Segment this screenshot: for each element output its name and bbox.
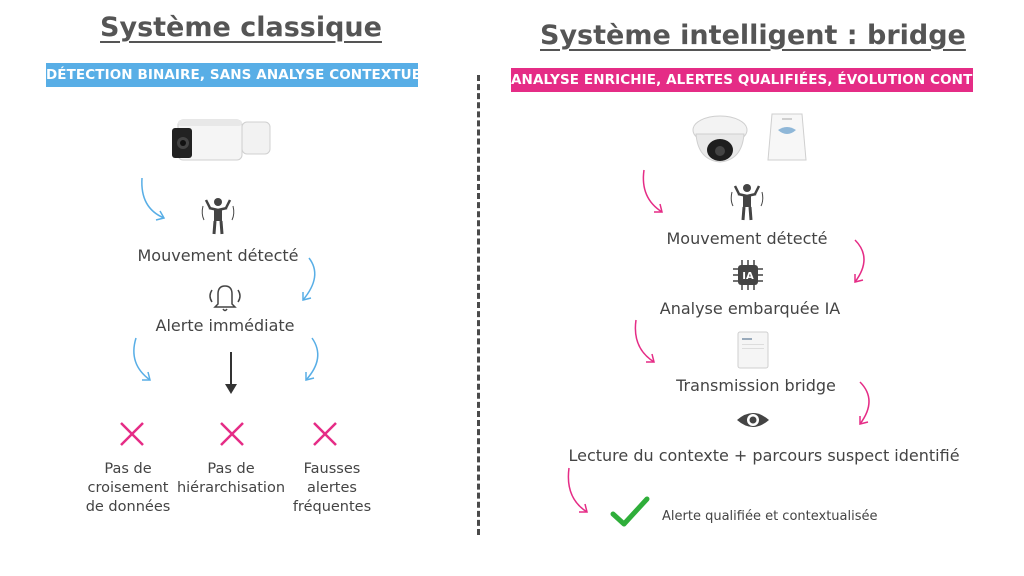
cross-icon bbox=[120, 422, 144, 446]
left-banner: DÉTECTION BINAIRE, SANS ANALYSE CONTEXTU… bbox=[46, 63, 448, 87]
right-step-context: Lecture du contexte + parcours suspect i… bbox=[568, 446, 960, 465]
con-line: de données bbox=[85, 499, 171, 515]
left-step-alert: Alerte immédiate bbox=[155, 316, 295, 335]
curved-arrow-icon bbox=[133, 337, 151, 381]
con-item: Pas de hiérarchisation bbox=[166, 460, 296, 498]
con-line: Pas de bbox=[104, 461, 152, 477]
person-motion-icon bbox=[730, 184, 764, 221]
bell-ringing-icon bbox=[209, 285, 241, 312]
con-line: Pas de bbox=[207, 461, 255, 477]
right-title: Système intelligent : bridge bbox=[540, 20, 966, 51]
con-item: Fausses alertes fréquentes bbox=[282, 460, 382, 517]
curved-arrow-icon bbox=[859, 381, 870, 425]
right-step-motion: Mouvement détecté bbox=[666, 229, 828, 248]
bullet-camera-icon bbox=[172, 119, 271, 161]
cross-icon bbox=[220, 422, 244, 446]
bridge-device-icon bbox=[737, 331, 769, 369]
right-step-bridge: Transmission bridge bbox=[676, 376, 836, 395]
right-result: Alerte qualifiée et contextualisée bbox=[662, 509, 878, 524]
curved-arrow-icon bbox=[141, 177, 166, 221]
curved-arrow-icon bbox=[305, 337, 319, 381]
eye-icon bbox=[737, 413, 769, 427]
left-step-motion: Mouvement détecté bbox=[137, 246, 299, 265]
pir-sensor-icon bbox=[767, 113, 807, 161]
cross-icon bbox=[313, 422, 337, 446]
curved-arrow-icon bbox=[567, 467, 588, 513]
right-step-analysis: Analyse embarquée IA bbox=[659, 299, 841, 318]
con-line: hiérarchisation bbox=[176, 480, 286, 496]
ai-badge-label: IA bbox=[742, 271, 754, 282]
arrow-down-icon bbox=[225, 352, 237, 394]
curved-arrow-icon bbox=[854, 239, 865, 283]
ai-chip-icon: IA bbox=[733, 260, 763, 290]
dome-camera-icon bbox=[692, 115, 748, 163]
left-title: Système classique bbox=[100, 12, 382, 43]
con-line: fréquentes bbox=[292, 499, 372, 515]
con-item: Pas de croisement de données bbox=[73, 460, 183, 517]
person-motion-icon bbox=[201, 198, 235, 235]
con-line: Fausses bbox=[303, 461, 361, 477]
curved-arrow-icon bbox=[642, 169, 663, 213]
con-line: croisement bbox=[87, 480, 169, 496]
con-line: alertes bbox=[307, 480, 357, 496]
curved-arrow-icon bbox=[634, 319, 655, 363]
curved-arrow-icon bbox=[302, 257, 316, 301]
dashed-divider bbox=[477, 75, 480, 535]
right-banner: ANALYSE ENRICHIE, ALERTES QUALIFIÉES, ÉV… bbox=[511, 68, 1009, 92]
checkmark-icon bbox=[610, 496, 650, 527]
